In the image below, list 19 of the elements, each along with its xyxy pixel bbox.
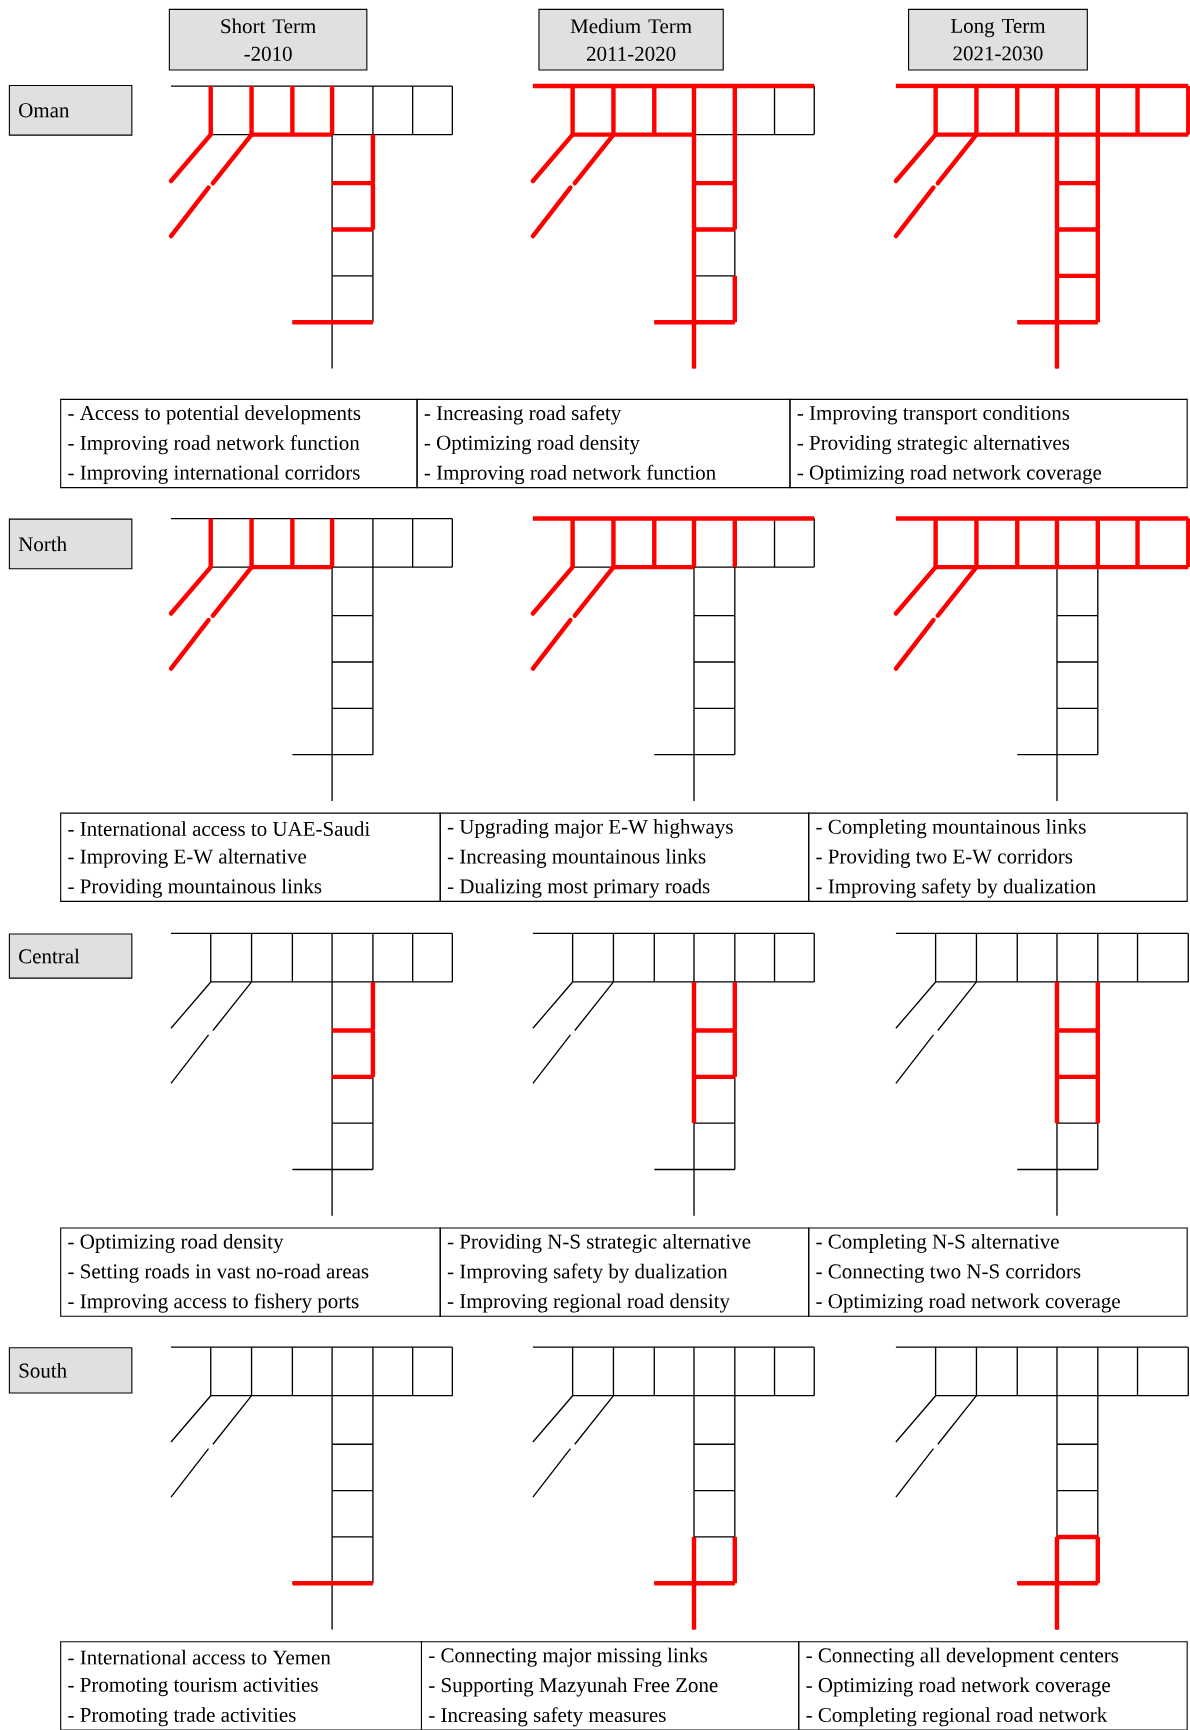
row-header-box: North	[8, 518, 133, 570]
table-cell: - Connecting major missing links - Supporting Mazyunah Free Zone - Increasing safety measures	[420, 1641, 800, 1730]
table-cell: - International access to Yemen - Promoting tourism activities - Promoting trade activities	[59, 1641, 422, 1730]
table-cell: - Completing mountainous links - Providing two E-W corridors - Improving safety by dualization	[807, 812, 1188, 902]
column-header-box: Medium Term 2011-2020	[538, 8, 724, 71]
table-cell: - Providing N-S strategic alternative - Improving safety by dualization - Improving regional road density	[439, 1227, 810, 1317]
table-cell: - Increasing road safety - Optimizing road density - Improving road network function	[416, 398, 791, 489]
row-header-box: Central	[8, 933, 133, 979]
row-header-box: Oman	[8, 84, 133, 136]
column-header-box: Short Term -2010	[168, 8, 368, 71]
table-cell: - Upgrading major E-W highways - Increasing mountainous links - Dualizing most primary roads	[439, 812, 810, 902]
table-cell: - Improving transport conditions - Providing strategic alternatives - Optimizing road network coverage	[789, 398, 1188, 489]
table-cell: - International access to UAE-Saudi - Improving E-W alternative - Providing mountainous links	[59, 812, 441, 902]
table-cell: - Access to potential developments - Improving road network function - Improving international corridors	[59, 398, 418, 489]
table-cell: - Optimizing road density - Setting roads in vast no-road areas - Improving access to fishery ports	[59, 1227, 441, 1317]
table-cell: - Connecting all development centers - Optimizing road network coverage - Completing regional road network	[798, 1641, 1188, 1730]
column-header-box: Long Term 2021-2030	[907, 8, 1088, 71]
row-header-box: South	[8, 1347, 133, 1394]
table-cell: - Completing N-S alternative - Connecting two N-S corridors - Optimizing road network coverage	[807, 1227, 1188, 1317]
